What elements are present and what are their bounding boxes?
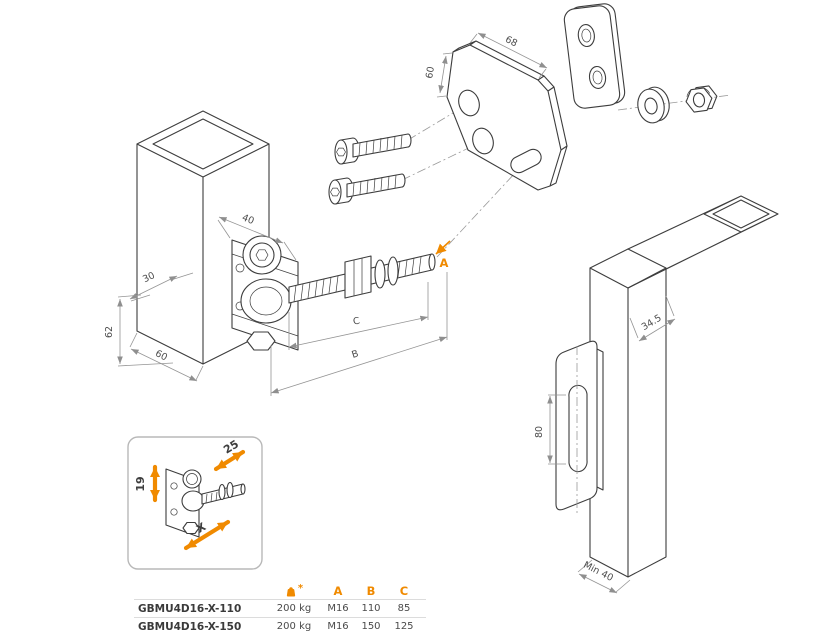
thread-cell: M16 [327,603,349,614]
socket-bolts [328,106,478,205]
hinge-assembly [231,171,517,351]
plate-slot [510,148,542,174]
dim-60-plate-label: 60 [424,66,437,80]
dim-60-post-label: 60 [153,348,169,363]
dim-c-cell: 125 [394,621,414,632]
plate-hole [472,127,494,155]
hex-nut [685,85,718,113]
rod-washer [387,256,399,286]
dim-min-40-label: Min 40 [581,560,614,584]
plate-hole [458,89,480,117]
dim-62-label: 62 [104,326,115,338]
backing-plate [563,3,626,109]
inset-19-label: 19 [134,476,147,491]
dim-c-cell: 85 [397,603,411,614]
frame-dimensions: 34.5 80 Min 40 [534,295,676,594]
post-dimensions: 40 30 62 60 C B A [104,212,451,396]
dim-b-cell: 150 [361,621,381,632]
col-C-header: C [399,583,409,598]
mounting-plate: 68 60 [424,32,568,191]
dim-40-label: 40 [240,212,255,227]
thread-cell: M16 [327,621,349,632]
keeper-slot [568,384,588,473]
adjust-arrow-x [183,519,231,551]
adjust-arrow-25 [213,449,246,472]
socket-bolt [334,133,412,165]
washer [637,86,670,124]
model-cell: GBMU4D16-X-150 [138,620,242,633]
gate-frame [589,195,779,578]
dim-80-label: 80 [534,426,545,438]
slotted-keeper-plate [555,340,604,516]
table-row: GBMU4D16-X-110 200 kg M16 110 85 [134,599,426,617]
dim-B-label: B [350,348,360,360]
footnote-asterisk: * [297,583,304,594]
dim-C-label: C [352,315,361,327]
table-row: GBMU4D16-X-150 200 kg M16 150 125 [134,617,426,635]
dim-30-label: 30 [141,270,157,285]
weight-icon [286,587,295,597]
socket-bolt [328,173,406,205]
col-A-header: A [333,583,343,598]
weight-header-cell: * [268,584,320,597]
hinge-bushing [240,278,292,324]
spec-table: * A B C GBMU4D16-X-110 200 kg M16 110 85… [134,582,426,635]
dim-b-cell: 110 [361,603,381,614]
dim-A-label: A [440,256,449,270]
backing-plate-hole [588,65,607,89]
backing-plate-hole [577,24,595,48]
spec-table-header: * A B C [134,582,426,599]
rod-nut [344,255,372,299]
model-cell: GBMU4D16-X-110 [138,602,242,615]
weight-cell: 200 kg [276,603,312,614]
dim-68-label: 68 [503,34,519,49]
adjustment-inset: 25 19 X [127,436,263,570]
col-B-header: B [366,583,376,598]
pivot-bolt-head [242,235,282,275]
rod-washer [374,259,386,289]
weight-cell: 200 kg [276,621,312,632]
dim-34-5-label: 34.5 [640,313,664,333]
